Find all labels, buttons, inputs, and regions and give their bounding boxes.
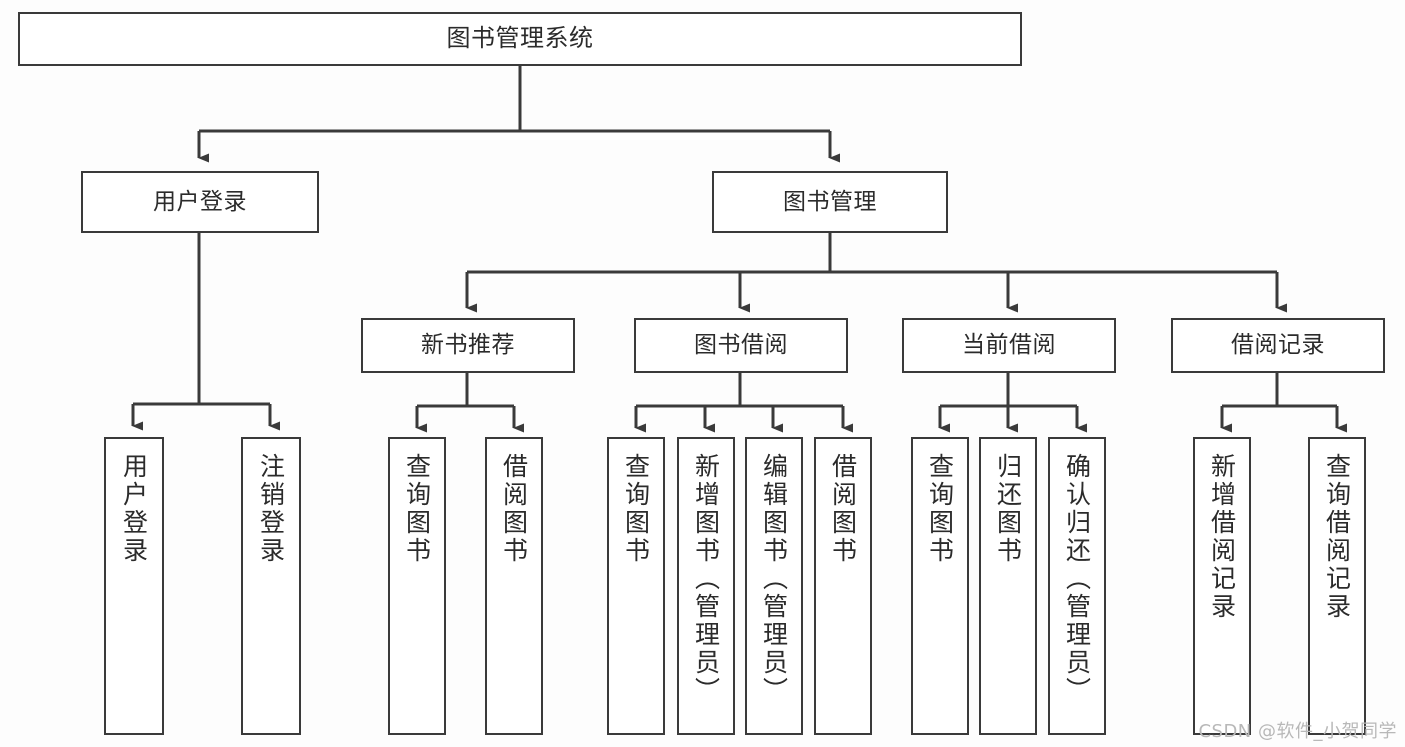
node-root-system[interactable]: 图书管理系统 [18, 12, 1022, 66]
node-label: 借阅记录 [1231, 332, 1325, 359]
node-borrow-record[interactable]: 借阅记录 [1171, 318, 1385, 373]
node-label: 用户登录 [119, 453, 149, 565]
leaf-current-borrow-return[interactable]: 归还图书 [979, 437, 1037, 735]
leaf-borrow-record-query[interactable]: 查询借阅记录 [1308, 437, 1366, 735]
node-new-book-recommend[interactable]: 新书推荐 [361, 318, 575, 373]
leaf-book-borrow-lend[interactable]: 借阅图书 [814, 437, 872, 735]
node-label: 确认归还（管理员） [1062, 453, 1092, 705]
leaf-current-borrow-confirm-return[interactable]: 确认归还（管理员） [1048, 437, 1106, 735]
node-label: 查询借阅记录 [1322, 453, 1352, 621]
node-label: 新书推荐 [421, 332, 515, 359]
node-label: 新增图书（管理员） [691, 453, 721, 705]
leaf-user-login-signout[interactable]: 注销登录 [241, 437, 301, 735]
leaf-book-borrow-query[interactable]: 查询图书 [607, 437, 665, 735]
node-book-borrow[interactable]: 图书借阅 [634, 318, 848, 373]
node-label: 新增借阅记录 [1207, 453, 1237, 621]
node-label: 注销登录 [256, 453, 286, 565]
node-label: 图书管理系统 [446, 24, 594, 53]
leaf-new-book-borrow[interactable]: 借阅图书 [485, 437, 543, 735]
node-label: 借阅图书 [828, 453, 858, 565]
node-label: 借阅图书 [499, 453, 529, 565]
node-label: 归还图书 [993, 453, 1023, 565]
node-label: 图书管理 [783, 188, 877, 215]
leaf-new-book-query[interactable]: 查询图书 [388, 437, 446, 735]
node-book-management[interactable]: 图书管理 [712, 171, 948, 233]
leaf-borrow-record-add[interactable]: 新增借阅记录 [1193, 437, 1251, 735]
node-label: 查询图书 [621, 453, 651, 565]
node-label: 查询图书 [925, 453, 955, 565]
leaf-book-borrow-add[interactable]: 新增图书（管理员） [677, 437, 735, 735]
leaf-user-login-signin[interactable]: 用户登录 [104, 437, 164, 735]
node-user-login[interactable]: 用户登录 [81, 171, 319, 233]
node-label: 图书借阅 [694, 332, 788, 359]
csdn-watermark: CSDN @软件_小贺同学 [1198, 721, 1397, 742]
node-label: 编辑图书（管理员） [759, 453, 789, 705]
leaf-current-borrow-query[interactable]: 查询图书 [911, 437, 969, 735]
node-label: 用户登录 [153, 188, 247, 215]
node-label: 查询图书 [402, 453, 432, 565]
leaf-book-borrow-edit[interactable]: 编辑图书（管理员） [745, 437, 803, 735]
node-label: 当前借阅 [962, 332, 1056, 359]
node-current-borrow[interactable]: 当前借阅 [902, 318, 1116, 373]
